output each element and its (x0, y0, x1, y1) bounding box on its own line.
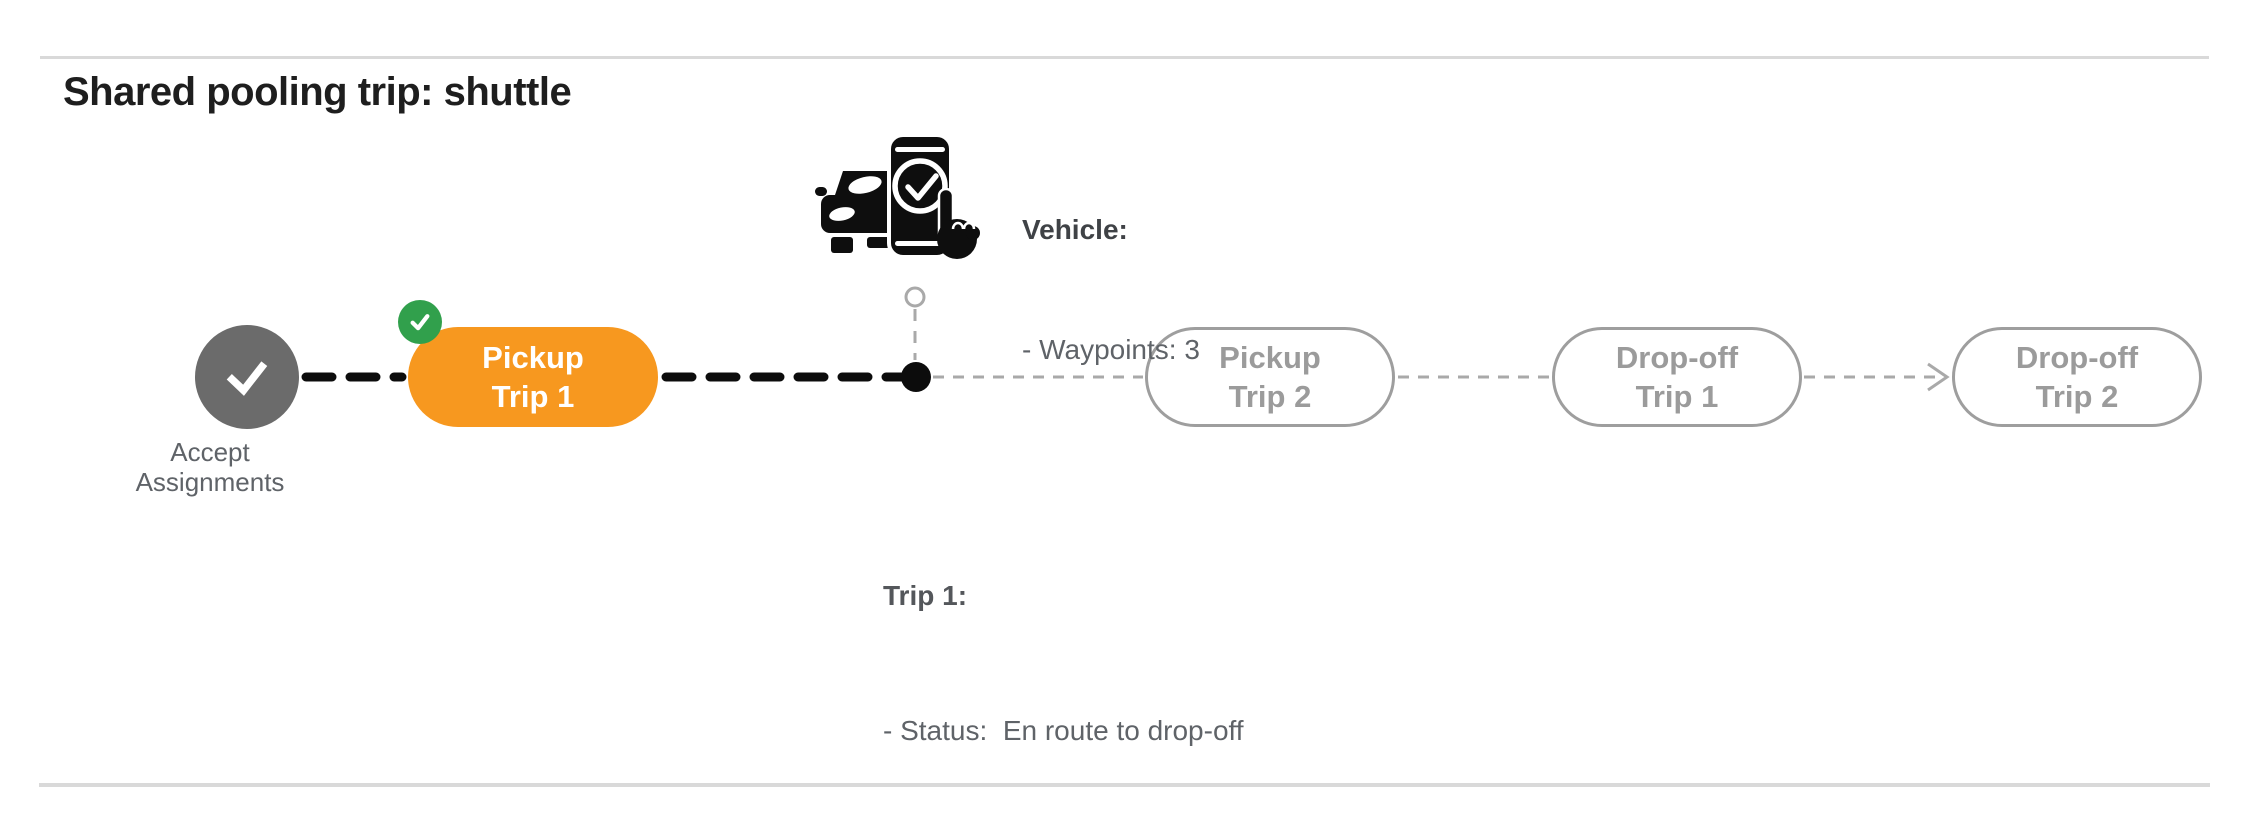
trip1-status-line: - Status: En route to drop-off (883, 715, 1244, 746)
node-dropoff-trip-1: Drop-off Trip 1 (1552, 327, 1802, 427)
current-position-dot (901, 362, 931, 392)
pill-line2: Trip 2 (1228, 379, 1312, 414)
arrowhead-icon (1927, 362, 1950, 392)
bottom-divider (39, 783, 2210, 787)
vehicle-info: Vehicle: - Waypoints: 3 (1022, 130, 1200, 450)
vehicle-info-heading: Vehicle: (1022, 214, 1128, 245)
trip-info: Trip 1: - Status: En route to drop-off -… (883, 483, 1244, 825)
pill-line2: Trip 1 (491, 379, 575, 414)
completed-badge (398, 300, 442, 344)
pill-line1: Pickup (1219, 340, 1321, 375)
car-phone-check-icon (815, 133, 980, 259)
accept-assignments-label: Accept Assignments (85, 437, 335, 497)
pill-line2: Trip 1 (1635, 379, 1719, 414)
accept-label-line1: Accept (170, 437, 250, 467)
node-pickup-trip-1: Pickup Trip 1 (408, 327, 658, 427)
top-divider (40, 56, 2209, 59)
node-pickup-trip-2: Pickup Trip 2 (1145, 327, 1395, 427)
pill-line1: Pickup (482, 340, 584, 375)
checkmark-icon (410, 314, 430, 331)
trip1-heading: Trip 1: (883, 580, 968, 611)
pill-line2: Trip 2 (2035, 379, 2119, 414)
pill-line1: Drop-off (1615, 340, 1739, 375)
page-title: Shared pooling trip: shuttle (63, 70, 572, 114)
vehicle-anchor-circle (904, 286, 926, 308)
accept-assignments-node (195, 325, 299, 429)
accept-label-line2: Assignments (135, 467, 285, 497)
pill-line1: Drop-off (2015, 340, 2139, 375)
vehicle-waypoints-line: - Waypoints: 3 (1022, 334, 1200, 365)
checkmark-icon (226, 361, 268, 396)
node-dropoff-trip-2: Drop-off Trip 2 (1952, 327, 2202, 427)
